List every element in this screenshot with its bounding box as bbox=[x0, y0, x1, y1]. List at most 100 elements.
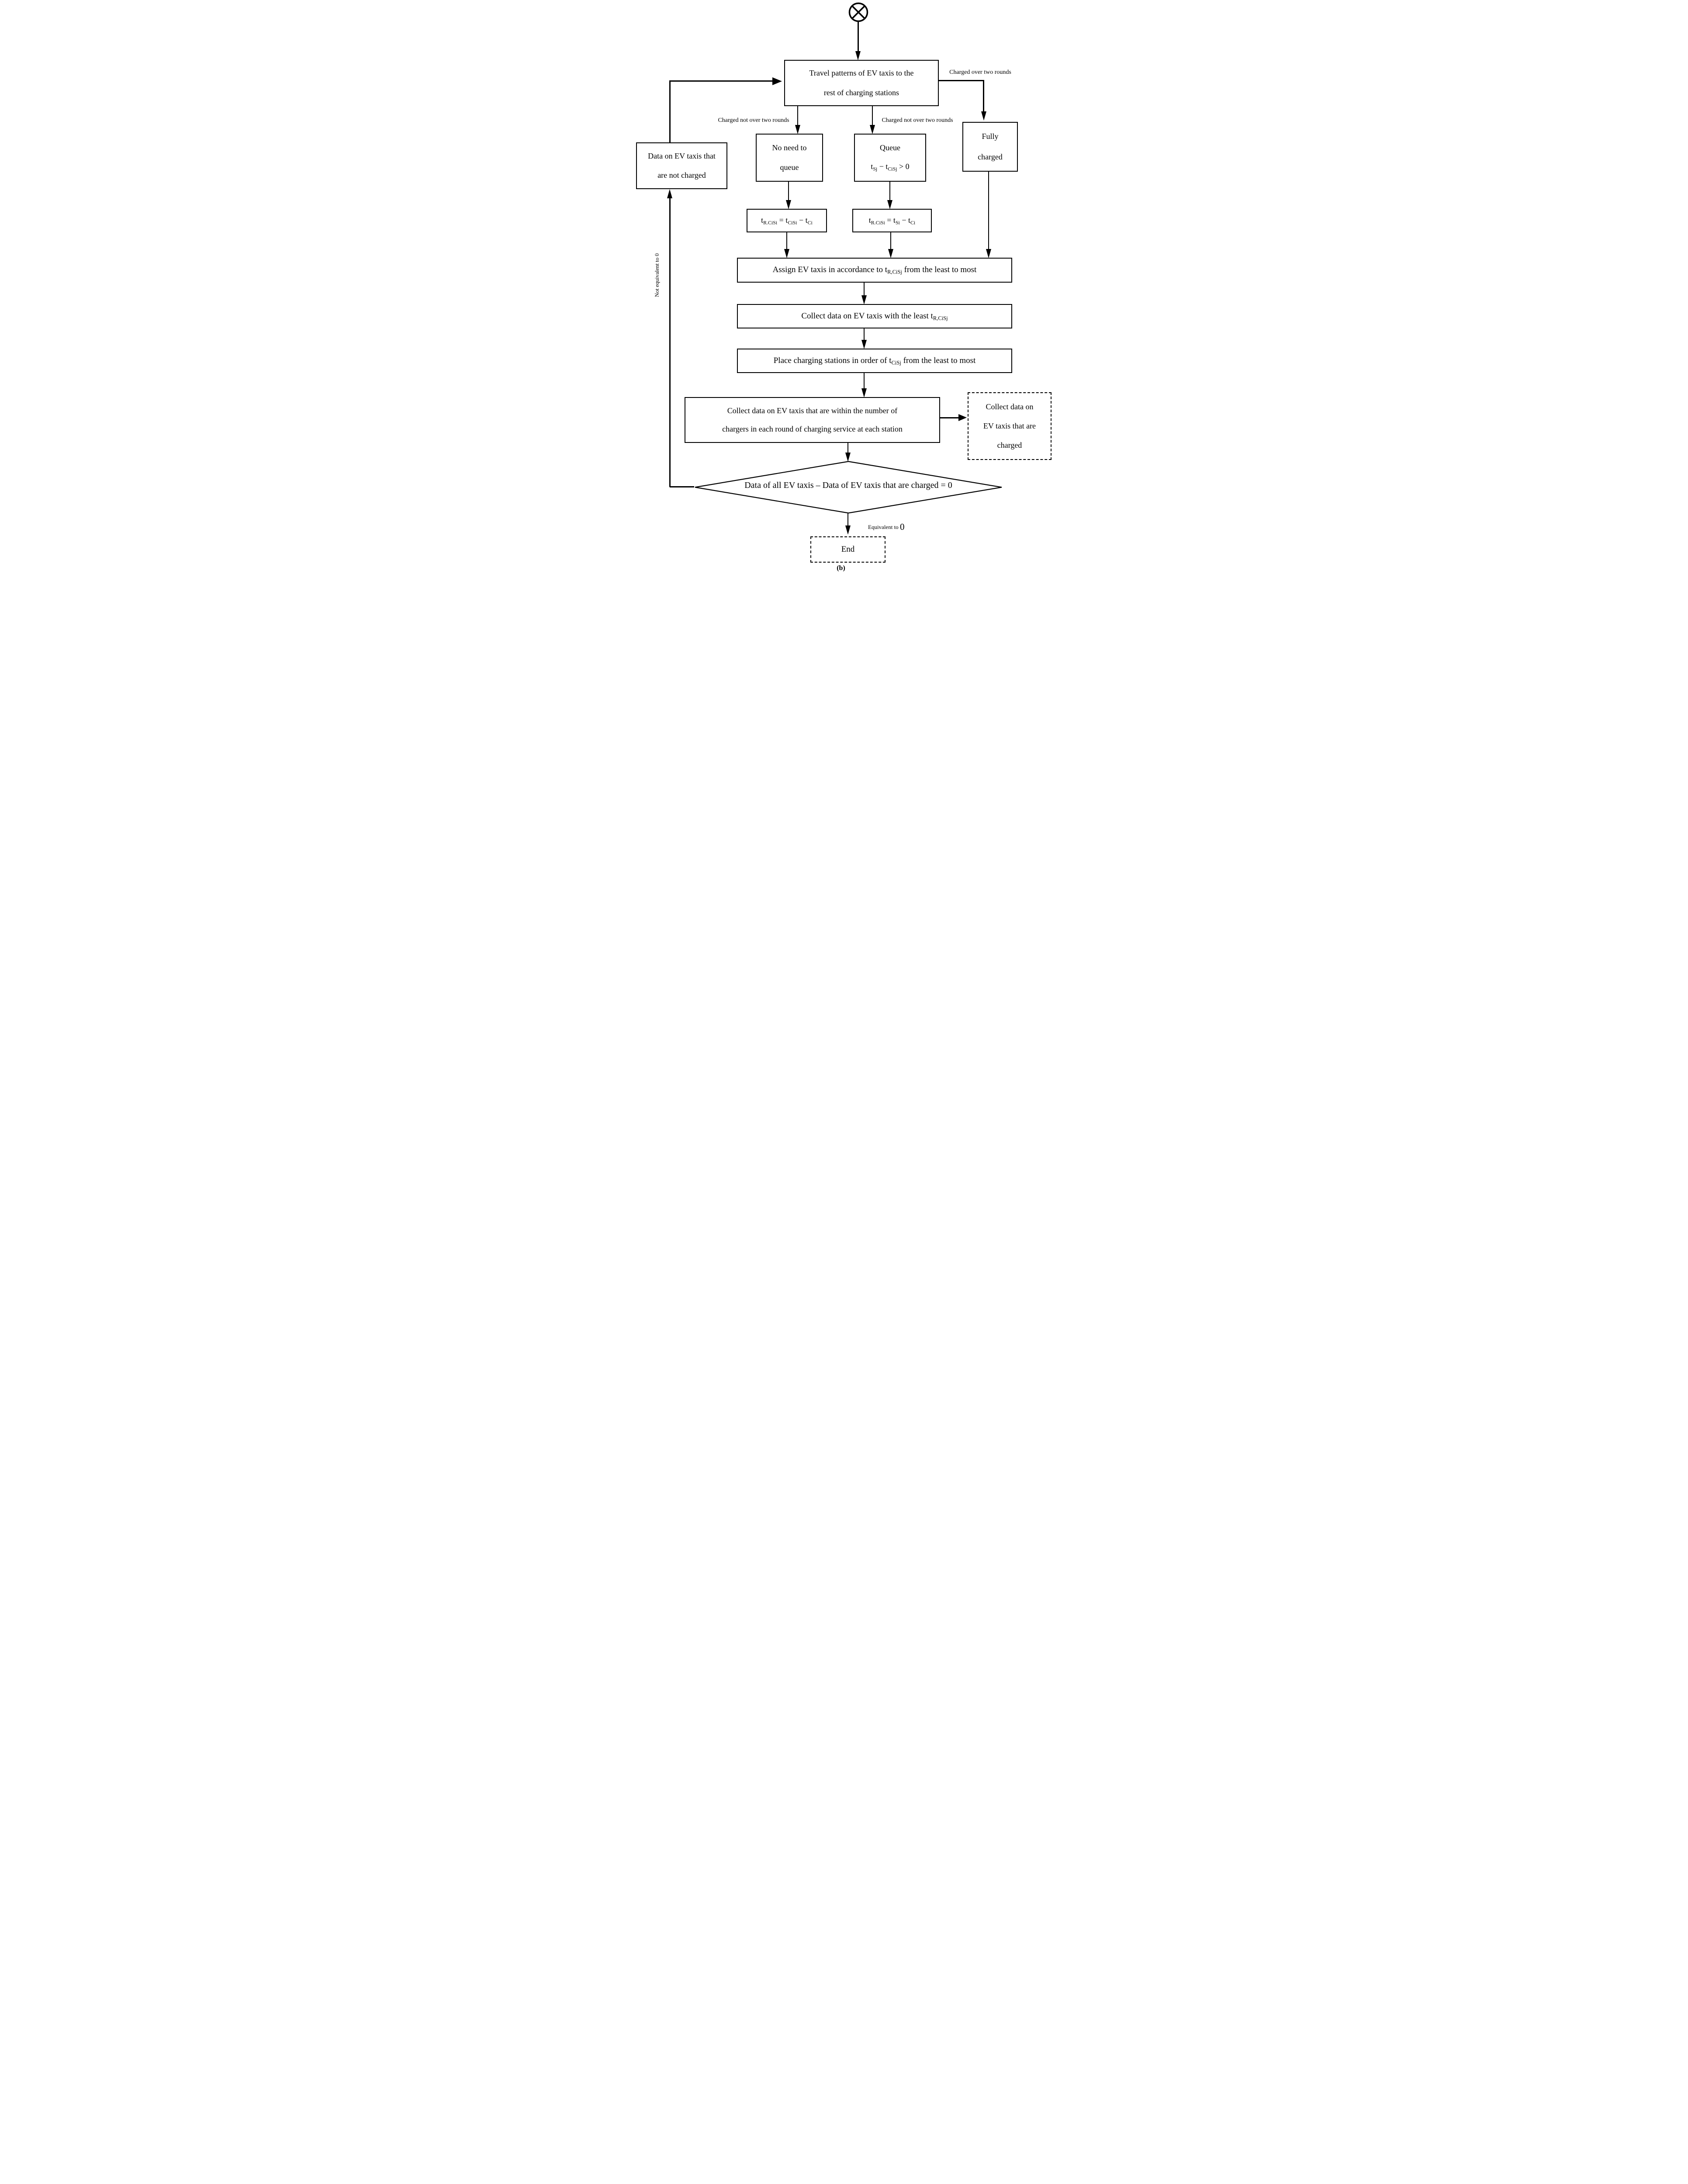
no-need-to-queue-box: No need to queue bbox=[756, 134, 823, 182]
arrowhead-down-icon bbox=[784, 249, 789, 258]
formula-left-p1: t bbox=[761, 215, 764, 225]
arrowhead-down-icon bbox=[795, 125, 800, 134]
connector-line bbox=[890, 232, 891, 249]
decision-text: Data of all EV taxis – Data of EV taxis … bbox=[744, 480, 952, 490]
equivalent-zero: 0 bbox=[899, 522, 905, 532]
formula-left-s3: Ci bbox=[807, 219, 813, 225]
end-label: End bbox=[841, 545, 855, 554]
formula-right-p1: t bbox=[868, 215, 871, 225]
queue-box: Queue tSj − tCiSj > 0 bbox=[854, 134, 926, 182]
remaining-time-formula-queue-box: tR.CiSi = tSi − tCi bbox=[852, 209, 932, 232]
arrowhead-down-icon bbox=[861, 340, 867, 349]
remaining-time-formula-noqueue-box: tR.CiSi = tCiSi − tCi bbox=[747, 209, 827, 232]
collect-charged-dashed-box: Collect data on EV taxis that are charge… bbox=[968, 392, 1052, 460]
travel-patterns-box: Travel patterns of EV taxis to the rest … bbox=[784, 60, 939, 106]
formula-right: tR.CiSi = tSi − tCi bbox=[869, 216, 915, 226]
connector-line bbox=[669, 198, 671, 487]
not-charged-line2: are not charged bbox=[657, 170, 706, 180]
formula-right-s1: R.CiSi bbox=[871, 219, 885, 225]
collect-least-text: Collect data on EV taxis with the least … bbox=[801, 311, 948, 321]
arrowhead-down-icon bbox=[861, 388, 867, 397]
connector-line bbox=[939, 80, 984, 81]
formula-right-p2: = t bbox=[885, 215, 896, 225]
connector-line bbox=[669, 80, 772, 82]
arrowhead-down-icon bbox=[861, 295, 867, 304]
arrowhead-down-icon bbox=[870, 125, 875, 134]
end-box: End bbox=[810, 536, 886, 563]
place-stations-box: Place charging stations in order of tCiS… bbox=[737, 349, 1012, 373]
connector-line bbox=[669, 81, 671, 142]
collect-within-line2: chargers in each round of charging servi… bbox=[722, 425, 903, 434]
connector-line bbox=[864, 283, 865, 295]
label-not-equivalent: Not equivalent to 0 bbox=[654, 253, 660, 297]
formula-left-p2: = t bbox=[777, 215, 788, 225]
flowchart-panel-b: Travel patterns of EV taxis to the rest … bbox=[633, 0, 1055, 577]
arrowhead-up-icon bbox=[667, 189, 672, 198]
label-charged-not-over-right: Charged not over two rounds bbox=[882, 117, 953, 124]
arrowhead-down-icon bbox=[981, 111, 986, 121]
collect-least-box: Collect data on EV taxis with the least … bbox=[737, 304, 1012, 328]
equivalent-text: Equivalent to bbox=[868, 524, 899, 530]
connector-line bbox=[988, 172, 989, 249]
collect-least-s1: R,CiSj bbox=[933, 315, 948, 321]
formula-right-s2: Si bbox=[895, 219, 900, 225]
queue-f2: − t bbox=[877, 162, 888, 171]
connector-line bbox=[670, 486, 694, 487]
connector-line bbox=[889, 182, 890, 200]
arrowhead-right-icon bbox=[772, 77, 782, 85]
figure-caption: (b) bbox=[837, 564, 845, 572]
connector-line bbox=[788, 182, 789, 200]
label-charged-not-over-left: Charged not over two rounds bbox=[718, 117, 789, 124]
collect-charged-line1: Collect data on bbox=[986, 402, 1034, 411]
connector-line bbox=[872, 106, 873, 125]
connector-line bbox=[864, 328, 865, 340]
assign-ev-taxis-box: Assign EV taxis in accordance to tR,CiSj… bbox=[737, 258, 1012, 283]
decision-diamond bbox=[695, 461, 1002, 514]
collect-charged-line2: EV taxis that are bbox=[983, 422, 1036, 431]
arrowhead-down-icon bbox=[845, 453, 851, 462]
arrowhead-right-icon bbox=[958, 414, 967, 421]
connector-line bbox=[940, 417, 958, 418]
fully-charged-box: Fully charged bbox=[962, 122, 1018, 172]
collect-within-line1: Collect data on EV taxis that are within… bbox=[727, 406, 898, 415]
connector-line bbox=[797, 106, 798, 125]
connector-line bbox=[983, 80, 984, 111]
collect-charged-line3: charged bbox=[997, 440, 1022, 449]
connector-line bbox=[847, 443, 848, 453]
label-charged-over-two-rounds: Charged over two rounds bbox=[949, 69, 1011, 76]
start-connector-icon bbox=[848, 2, 868, 22]
queue-f1: t bbox=[871, 162, 873, 171]
assign-p2: from the least to most bbox=[902, 265, 977, 275]
assign-s1: R,CiSj bbox=[887, 269, 902, 275]
queue-f2-sub: CiSj bbox=[888, 166, 897, 172]
arrowhead-down-icon bbox=[888, 249, 893, 258]
not-charged-data-box: Data on EV taxis that are not charged bbox=[636, 142, 727, 189]
formula-left-s1: R.CiSi bbox=[763, 219, 778, 225]
fully-charged-line2: charged bbox=[978, 152, 1003, 162]
arrowhead-down-icon bbox=[786, 200, 791, 209]
connector-line bbox=[847, 513, 848, 525]
assign-p1: Assign EV taxis in accordance to t bbox=[772, 265, 888, 275]
connector-line bbox=[786, 232, 787, 249]
queue-condition: tSj − tCiSj > 0 bbox=[871, 162, 909, 172]
place-p2: from the least to most bbox=[901, 356, 976, 365]
travel-patterns-line1: Travel patterns of EV taxis to the bbox=[809, 69, 914, 78]
place-s1: CiSj bbox=[891, 359, 901, 366]
label-equivalent-to-zero: Equivalent to 0 bbox=[868, 522, 904, 532]
not-charged-line1: Data on EV taxis that bbox=[648, 152, 716, 161]
formula-right-s3: Ci bbox=[910, 219, 916, 225]
fully-charged-line1: Fully bbox=[982, 132, 999, 141]
formula-left-s2: CiSi bbox=[788, 219, 797, 225]
no-need-line2: queue bbox=[780, 163, 799, 172]
connector-line bbox=[864, 373, 865, 388]
connector-line bbox=[857, 21, 859, 51]
formula-right-p3: − t bbox=[899, 215, 910, 225]
queue-f3: > 0 bbox=[897, 162, 910, 171]
collect-least-p1: Collect data on EV taxis with the least … bbox=[801, 311, 933, 321]
arrowhead-down-icon bbox=[845, 525, 851, 535]
arrowhead-down-icon bbox=[855, 51, 861, 60]
queue-title: Queue bbox=[880, 143, 900, 152]
arrowhead-down-icon bbox=[986, 249, 991, 258]
formula-left: tR.CiSi = tCiSi − tCi bbox=[761, 216, 813, 226]
travel-patterns-line2: rest of charging stations bbox=[823, 88, 899, 97]
